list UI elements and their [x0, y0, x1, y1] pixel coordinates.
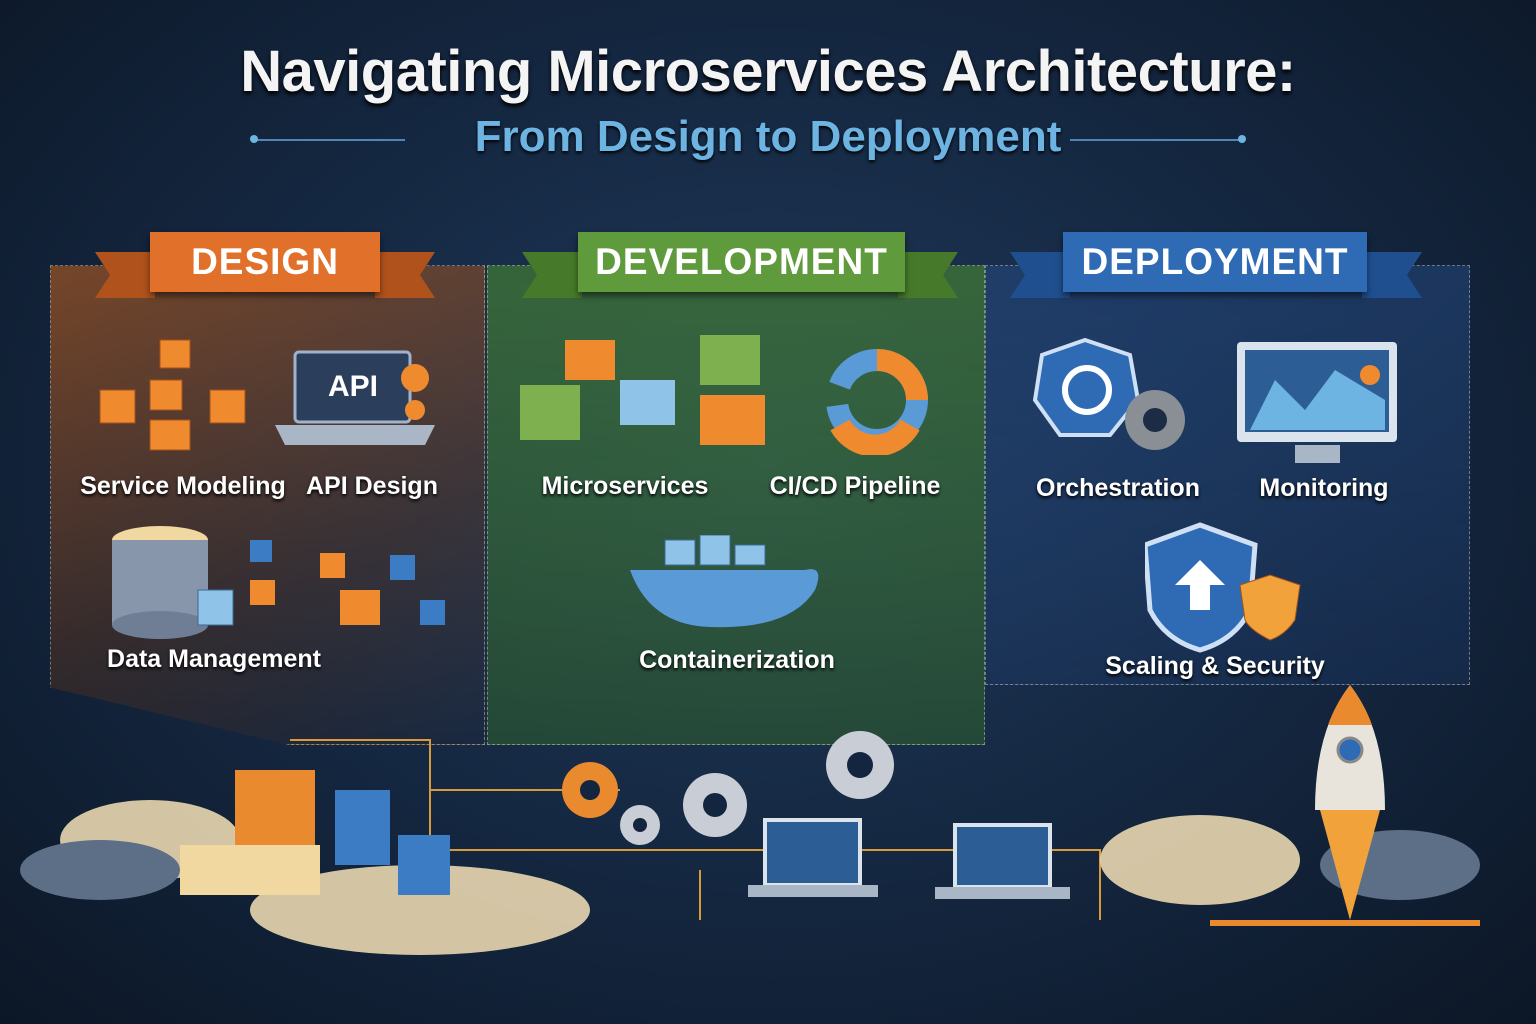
subtitle-line-right: [1070, 139, 1240, 141]
api-design-laptop-icon: [275, 350, 435, 445]
server-icon: [398, 835, 450, 895]
page-subtitle: From Design to Deployment: [474, 112, 1062, 161]
containerization-whale-icon: [630, 535, 819, 628]
label-monitoring: Monitoring: [1259, 474, 1389, 502]
monitoring-monitor-icon: [1237, 342, 1397, 463]
ci-cd-pipeline-icon: [826, 349, 928, 455]
page-title: Navigating Microservices Architecture:: [240, 39, 1296, 104]
microservices-icon: [520, 335, 765, 445]
service-modeling-icon: [99, 339, 246, 451]
subtitle-dot: [250, 135, 258, 143]
label-microservices: Microservices: [541, 472, 709, 500]
laptop-icon: [953, 823, 1052, 889]
subtitle-dot: [1238, 135, 1246, 143]
data-management-icon: [112, 526, 445, 639]
rocket-icon: [1315, 685, 1385, 920]
laptop-icon: [763, 818, 862, 887]
label-scaling-security: Scaling & Security: [1105, 652, 1325, 680]
label-api-design: API Design: [306, 472, 438, 500]
scaling-security-shield-icon: [1145, 522, 1301, 653]
section-development-ribbon: DEVELOPMENT: [578, 232, 905, 292]
orchestration-kubernetes-icon: [1032, 337, 1185, 450]
section-deployment-ribbon: DEPLOYMENT: [1063, 232, 1367, 292]
section-design-ribbon: DESIGN: [150, 232, 380, 292]
label-service-modeling: Service Modeling: [80, 472, 286, 500]
label-ci-cd-pipeline: CI/CD Pipeline: [769, 472, 941, 500]
label-orchestration: Orchestration: [1036, 474, 1200, 502]
api-badge: API: [328, 370, 379, 403]
label-data-management: Data Management: [107, 645, 321, 673]
label-containerization: Containerization: [639, 646, 835, 674]
bottom-infrastructure-scene: [20, 685, 1480, 955]
subtitle-line-left: [255, 139, 405, 141]
server-icon: [335, 790, 390, 865]
